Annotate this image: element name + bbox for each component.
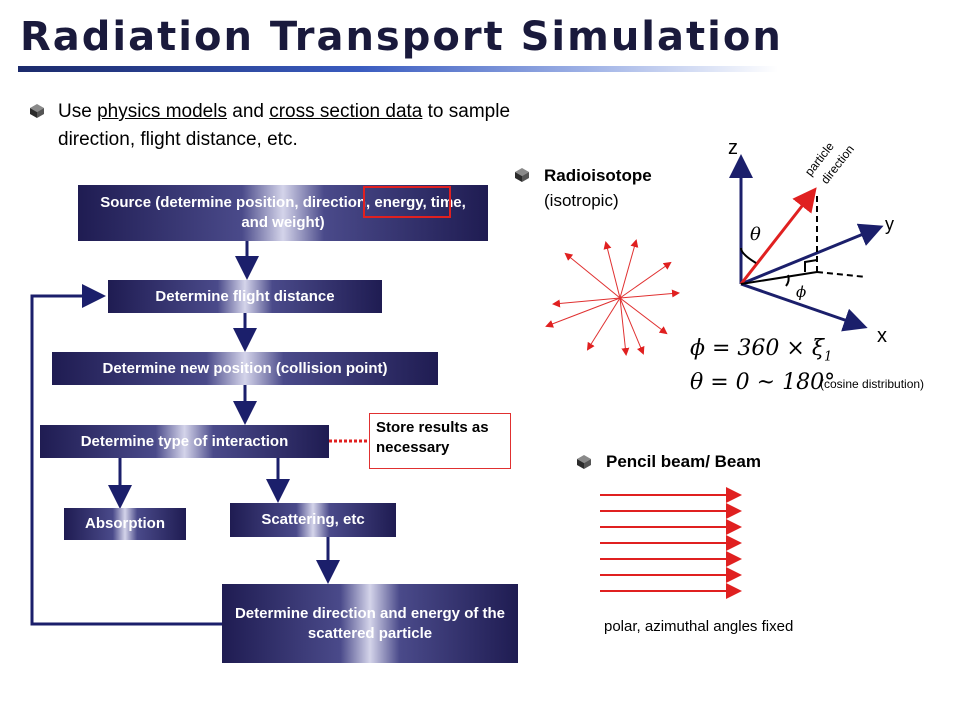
z-axis-label: z: [728, 137, 738, 159]
source-box: Source (determine position, direction, e…: [78, 185, 488, 241]
y-axis-label: y: [885, 214, 894, 234]
radioisotope-label: Radioisotope: [544, 166, 652, 185]
theta-symbol: θ: [750, 224, 761, 245]
physics-models-link: physics models: [97, 101, 227, 122]
bullet-icon: [30, 104, 44, 118]
scattered-direction-box: Determine direction and energy of the sc…: [222, 584, 518, 663]
interaction-type-box: Determine type of interaction: [40, 425, 329, 458]
scattering-box: Scattering, etc: [230, 503, 396, 537]
radioisotope-sub: (isotropic): [544, 191, 619, 210]
cosine-note: (cosine distribution): [820, 377, 925, 391]
cross-section-link: cross section data: [269, 101, 423, 122]
x-axis-label: x: [877, 325, 887, 347]
store-results-box: Store results as necessary: [369, 413, 511, 469]
phi-symbol: ϕ: [796, 283, 807, 301]
title-underline: [18, 66, 778, 72]
pencil-beam-caption: polar, azimuthal angles fixed: [604, 618, 794, 635]
pencil-beam-label: Pencil beam/ Beam: [606, 452, 761, 471]
intro-text: Use physics models and cross section dat…: [58, 101, 511, 150]
absorption-box: Absorption: [64, 508, 186, 540]
theta-formula: θ = 0 ~ 180°: [690, 370, 836, 395]
direction-highlight: [363, 186, 451, 218]
flight-distance-box: Determine flight distance: [108, 280, 382, 313]
page-title: Radiation Transport Simulation: [20, 14, 783, 60]
new-position-box: Determine new position (collision point): [52, 352, 438, 385]
bullet-icon: [577, 455, 591, 469]
bullet-icon: [515, 168, 529, 182]
phi-formula: ϕ = 360 × ξ1: [690, 336, 833, 365]
